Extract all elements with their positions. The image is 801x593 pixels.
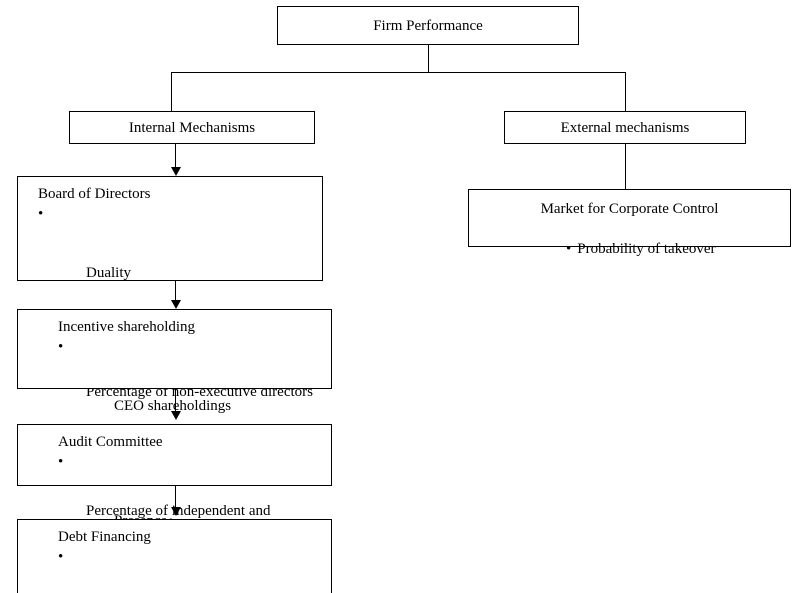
connector-board-to-incentive	[175, 281, 176, 303]
arrowhead-incentive-to-audit	[171, 411, 181, 420]
bullet-icon: •	[565, 240, 572, 257]
list-item-label: Percentage of independent and	[86, 502, 271, 519]
node-debt-financing-bullet-list: • Total debt over total assets	[58, 548, 325, 593]
bullet-icon: •	[58, 548, 64, 565]
node-internal-mechanisms-label: Internal Mechanisms	[128, 120, 256, 136]
node-incentive-shareholding-heading: Incentive shareholding	[58, 319, 196, 335]
list-item: • Total debt over total assets	[58, 548, 325, 593]
connector-external-to-market	[625, 144, 626, 189]
node-audit-committee-heading: Audit Committee	[58, 434, 163, 450]
node-debt-financing-heading: Debt Financing	[58, 529, 151, 545]
node-market-for-corporate-control: Market for Corporate Control • Probabilit…	[468, 189, 791, 257]
arrowhead-board-to-incentive	[171, 300, 181, 309]
list-item-label: CEO shareholdings	[114, 398, 232, 415]
node-debt-financing: Debt Financing • Total debt over total a…	[17, 519, 332, 593]
node-external-mechanisms: External mechanisms	[504, 111, 746, 144]
list-item-label: Duality	[86, 265, 131, 282]
list-item: • CEO shareholdings	[58, 338, 325, 457]
node-firm-performance-label: Firm Performance	[373, 18, 483, 34]
node-firm-performance: Firm Performance	[277, 6, 579, 45]
connector-root-trunk	[428, 45, 429, 72]
connector-incentive-to-audit	[175, 389, 176, 414]
list-item: • Probability of takeover	[477, 220, 782, 279]
node-board-of-directors: Board of Directors • Duality • Percentag…	[17, 176, 323, 578]
node-market-for-corporate-control-heading: Market for Corporate Control	[540, 201, 719, 217]
arrowhead-internal-to-board	[171, 167, 181, 176]
node-external-mechanisms-label: External mechanisms	[560, 120, 690, 136]
connector-audit-to-debt	[175, 486, 176, 510]
node-audit-committee: Audit Committee • Presence	[17, 424, 332, 529]
node-incentive-shareholding: Incentive shareholding • CEO shareholdin…	[17, 309, 332, 592]
node-internal-mechanisms: Internal Mechanisms	[69, 111, 315, 144]
connector-bus-to-internal	[171, 72, 172, 111]
node-board-of-directors-heading: Board of Directors	[38, 186, 151, 202]
bullet-icon: •	[58, 338, 64, 355]
list-item: • Percentage of independent and	[38, 442, 316, 561]
bullet-icon: •	[58, 453, 64, 470]
connector-root-bus	[171, 72, 625, 73]
arrowhead-audit-to-debt	[171, 507, 181, 516]
list-item: • Duality	[38, 205, 316, 324]
connector-internal-to-board	[175, 144, 176, 170]
list-item-label: Probability of takeover	[577, 240, 716, 257]
bullet-icon: •	[38, 205, 44, 222]
connector-bus-to-external	[625, 72, 626, 111]
